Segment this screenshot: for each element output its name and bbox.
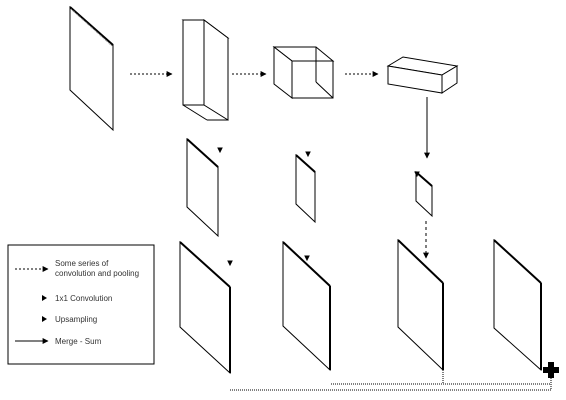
input-feature-map xyxy=(69,5,114,132)
conv1x1-marker xyxy=(217,147,223,154)
merge-connectors xyxy=(230,370,552,391)
legend-conv1x1-icon xyxy=(42,295,47,301)
legend-upsampling-icon xyxy=(42,316,47,322)
legend-label-conv-pool-1: Some series of xyxy=(55,259,109,268)
legend-label-merge-sum: Merge - Sum xyxy=(55,337,102,346)
conv1x1-marker xyxy=(414,171,420,178)
legend: Some series of convolution and pooling 1… xyxy=(7,244,155,365)
block-3-feature-map xyxy=(386,56,459,94)
output-map-1 xyxy=(179,240,233,375)
upsample-marker xyxy=(227,260,233,267)
legend-label-upsampling: Upsampling xyxy=(55,315,97,324)
conv1x1-marker xyxy=(305,151,311,158)
lateral-map-3 xyxy=(414,170,433,218)
output-map-2 xyxy=(282,240,331,372)
upsample-marker xyxy=(304,255,310,262)
legend-box xyxy=(7,244,155,365)
output-map-3 xyxy=(397,238,444,372)
block-2-feature-map xyxy=(272,45,335,100)
legend-label-conv1x1: 1x1 Convolution xyxy=(55,294,112,303)
legend-label-conv-pool-2: convolution and pooling xyxy=(55,269,139,278)
lateral-map-1 xyxy=(186,137,223,238)
block-1-feature-map xyxy=(181,19,230,121)
lateral-map-2 xyxy=(295,151,316,224)
plus-icon xyxy=(543,362,559,378)
output-map-4 xyxy=(493,238,542,372)
